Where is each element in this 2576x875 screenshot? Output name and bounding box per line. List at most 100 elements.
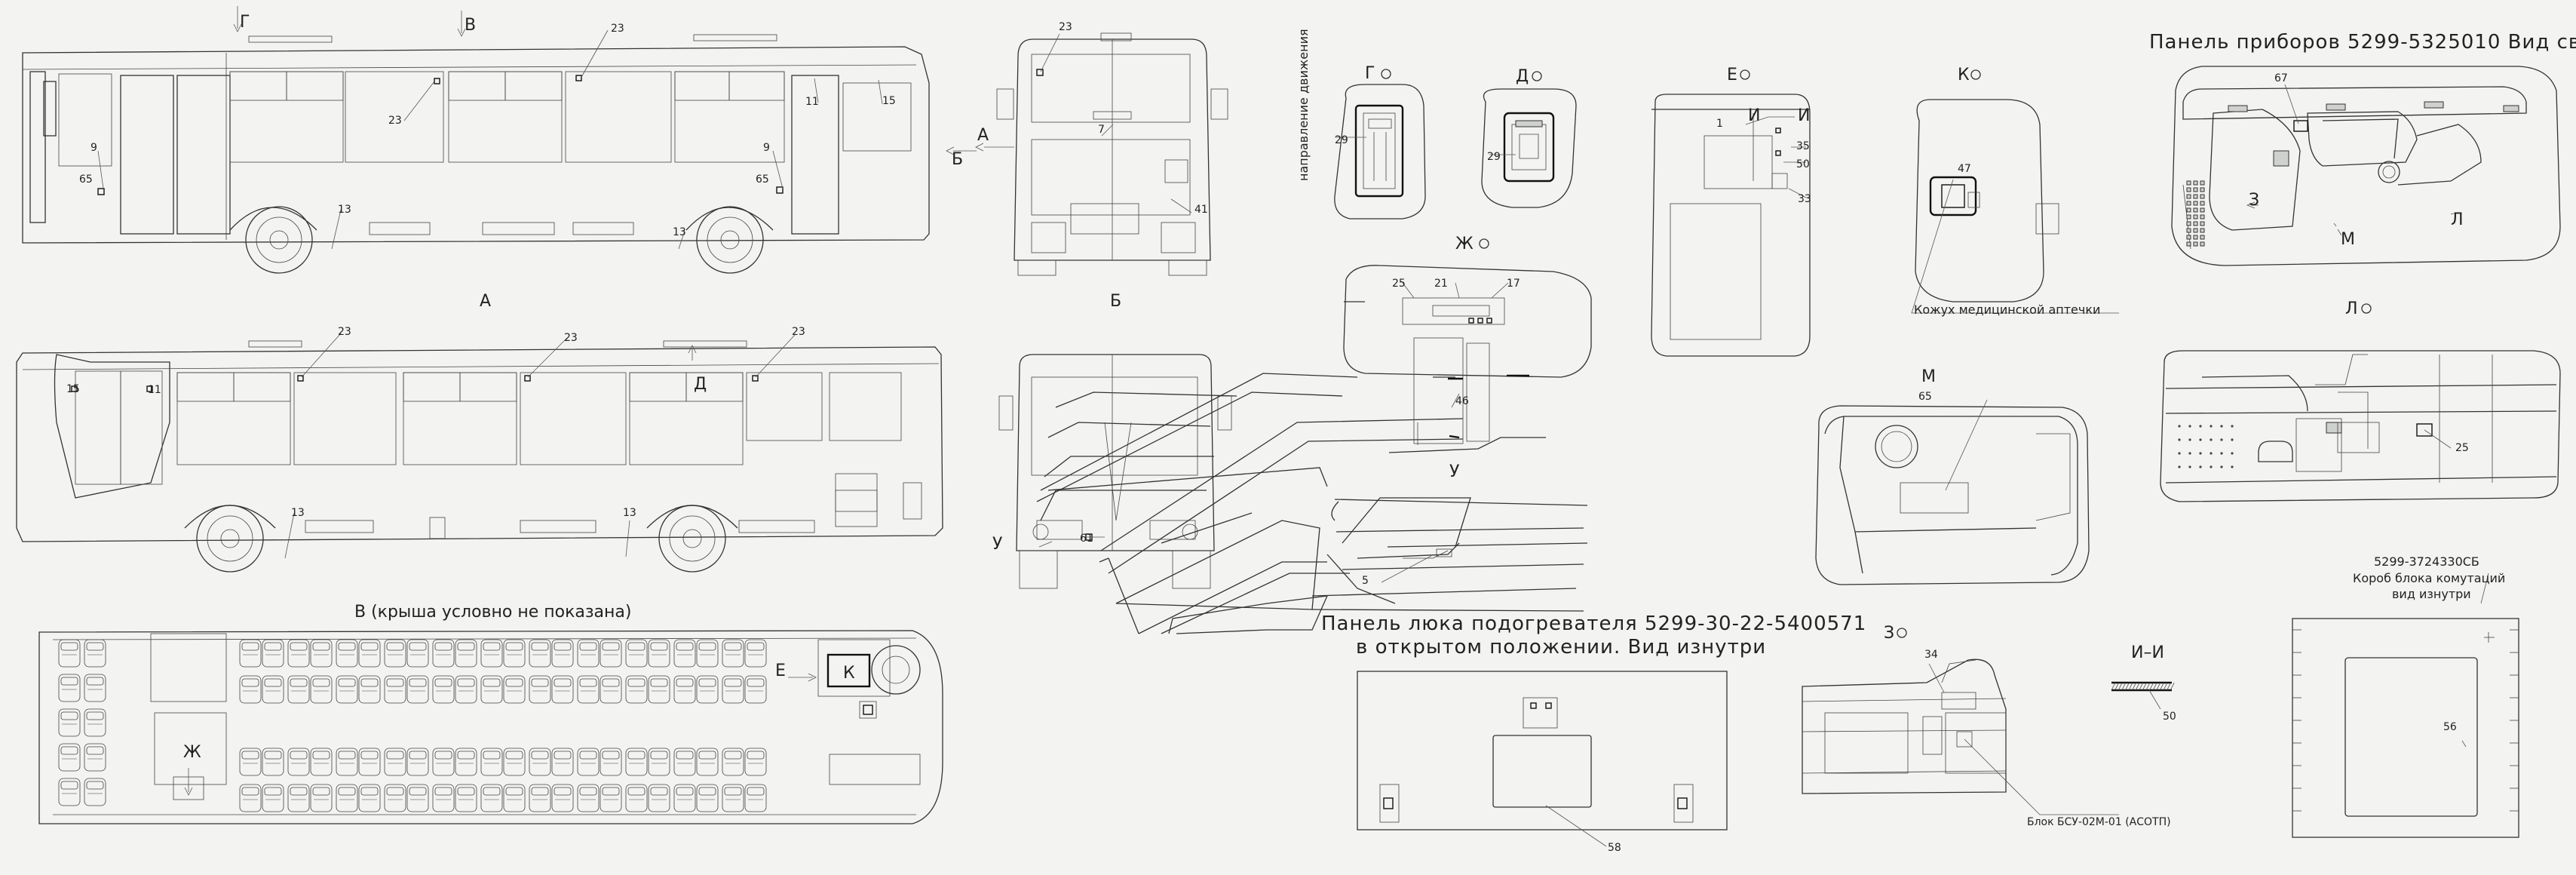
label-panel-l: Л	[2451, 210, 2464, 229]
junction-box-title-2: Короб блока комутаций	[2353, 571, 2505, 585]
seat	[480, 748, 503, 776]
callout-23: 23	[338, 326, 351, 338]
label-arrow-e: Е	[775, 662, 786, 680]
seat	[648, 748, 670, 776]
detail-z-title: З	[1884, 624, 1894, 643]
detail-zh-title: Ж	[1455, 235, 1474, 253]
callout-15: 15	[882, 95, 896, 107]
callout-23: 23	[388, 115, 402, 127]
side-view-d	[16, 340, 943, 573]
seat	[551, 675, 574, 704]
label-zh-plan: Ж	[183, 743, 201, 762]
label-view-b: Б	[1110, 292, 1121, 311]
seat	[58, 778, 81, 806]
seat	[262, 675, 284, 704]
labels: Г В А Б Д В (крыша условно не показана) …	[183, 13, 2464, 762]
seat	[287, 748, 310, 776]
seat	[744, 784, 767, 812]
seat	[384, 675, 406, 704]
detail-e-leaders	[1745, 116, 1807, 198]
seat	[529, 675, 551, 704]
seat	[336, 748, 358, 776]
callout-1: 1	[1716, 118, 1723, 130]
diagonal-connection	[1036, 373, 1584, 634]
callout-23: 23	[611, 23, 624, 35]
detail-ii-leaders	[2148, 689, 2161, 710]
seat	[722, 639, 744, 668]
seat	[696, 675, 719, 704]
callout-61: 61	[1080, 533, 1093, 545]
seat	[262, 784, 284, 812]
detail-u-lower	[1326, 497, 1588, 604]
seat	[673, 784, 696, 812]
detail-e-title: Е	[1727, 66, 1737, 84]
seat	[287, 639, 310, 668]
detail-d	[1481, 88, 1577, 208]
seat	[600, 748, 622, 776]
detail-d-title: Д	[1516, 67, 1529, 86]
callout-65: 65	[756, 173, 769, 186]
callout-5: 5	[1362, 575, 1369, 587]
seat	[480, 784, 503, 812]
callout-15: 15	[66, 383, 80, 395]
seat	[648, 675, 670, 704]
direction-note: направление движения	[1296, 29, 1311, 181]
seat	[358, 748, 381, 776]
seat	[358, 784, 381, 812]
seat	[673, 639, 696, 668]
seat	[625, 748, 648, 776]
detail-ii	[2111, 681, 2172, 692]
detail-z-leaders	[1928, 663, 2119, 815]
seat	[625, 784, 648, 812]
rear-view-b	[996, 32, 1228, 276]
seat	[310, 784, 333, 812]
seat	[84, 708, 106, 737]
callout-23: 23	[1059, 21, 1072, 33]
seat	[600, 784, 622, 812]
label-plan-view: В (крыша условно не показана)	[354, 603, 632, 622]
seat	[336, 639, 358, 668]
callout-13: 13	[623, 507, 636, 519]
seat	[648, 639, 670, 668]
seat	[262, 748, 284, 776]
instrument-panel-leaders	[2246, 84, 2458, 236]
seat	[673, 675, 696, 704]
heater-hatch-title-1: Панель люка подогревателя 5299-30-22-540…	[1321, 612, 1866, 635]
seat	[310, 748, 333, 776]
label-arrow-b: Б	[952, 150, 963, 169]
seat	[529, 748, 551, 776]
side-view-a	[22, 34, 930, 274]
seat	[239, 784, 262, 812]
seat	[406, 748, 429, 776]
side-view-d-leaders	[284, 333, 796, 559]
callout-33: 33	[1798, 193, 1811, 205]
callout-9: 9	[90, 142, 97, 154]
detail-circle-markers	[1381, 69, 2372, 638]
detail-l	[2160, 350, 2561, 502]
seat	[722, 748, 744, 776]
seat	[480, 675, 503, 704]
seat	[551, 784, 574, 812]
detail-l-leaders	[2424, 429, 2452, 449]
seat	[58, 674, 81, 702]
seat	[336, 675, 358, 704]
seat	[406, 784, 429, 812]
seat	[577, 748, 600, 776]
seat	[648, 784, 670, 812]
callout-50: 50	[2163, 711, 2176, 723]
seat	[551, 748, 574, 776]
seat	[696, 748, 719, 776]
detail-m	[1815, 405, 2090, 585]
first-aid-caption: Кожух медицинской аптечки	[1914, 302, 2100, 317]
label-u-front: У	[992, 535, 1003, 554]
seat	[84, 674, 106, 702]
seat	[480, 639, 503, 668]
seat	[455, 748, 477, 776]
detail-k	[1911, 99, 2119, 314]
seat	[406, 639, 429, 668]
label-arrow-d: Д	[694, 375, 707, 394]
callout-25: 25	[2455, 442, 2469, 454]
callout-58: 58	[1608, 842, 1621, 854]
